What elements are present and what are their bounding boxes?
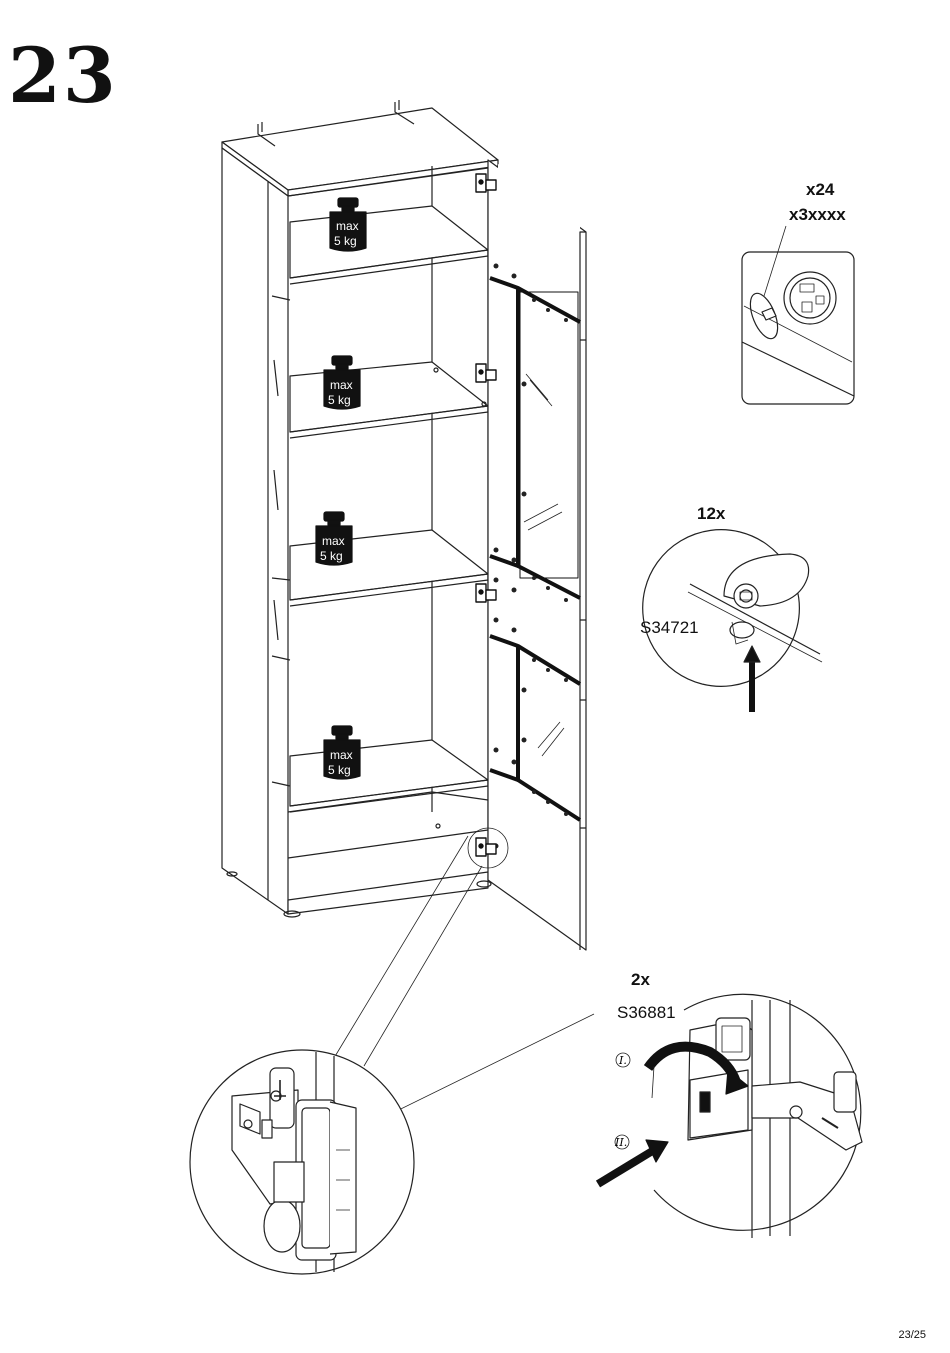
- caps-part-code: x3xxxx: [789, 205, 846, 224]
- weight-max-label: max: [336, 219, 359, 233]
- weight-value-label: 5 kg: [334, 234, 357, 248]
- shelf-support-quantity: 12x: [697, 504, 726, 523]
- step-marker-one: I.: [618, 1054, 627, 1067]
- weight-max-label: max: [330, 748, 353, 762]
- weight-value-label: 5 kg: [328, 763, 351, 777]
- weight-value-label: 5 kg: [328, 393, 351, 407]
- hinge-detail-closeup: [189, 1049, 415, 1275]
- weight-labels: max 5 kg max 5 kg max 5 kg max 5 kg: [320, 219, 359, 777]
- caps-quantity: x24: [806, 180, 835, 199]
- step-marker-two: II.: [614, 1136, 627, 1149]
- weight-icons: [315, 197, 367, 780]
- weight-value-label: 5 kg: [320, 549, 343, 563]
- shelf-support-detail: [642, 529, 823, 712]
- weight-max-label: max: [322, 534, 345, 548]
- cap-detail: [741, 225, 855, 405]
- hinge-quantity: 2x: [631, 970, 650, 989]
- cabinet-illustration: [221, 100, 587, 951]
- weight-max-label: max: [330, 378, 353, 392]
- hinge-part-code: S36881: [617, 1003, 676, 1022]
- hinge-install-detail: [595, 993, 863, 1238]
- shelf-support-part-code: S34721: [640, 618, 699, 637]
- page-number: 23/25: [898, 1329, 926, 1341]
- step-number: 23: [8, 31, 118, 120]
